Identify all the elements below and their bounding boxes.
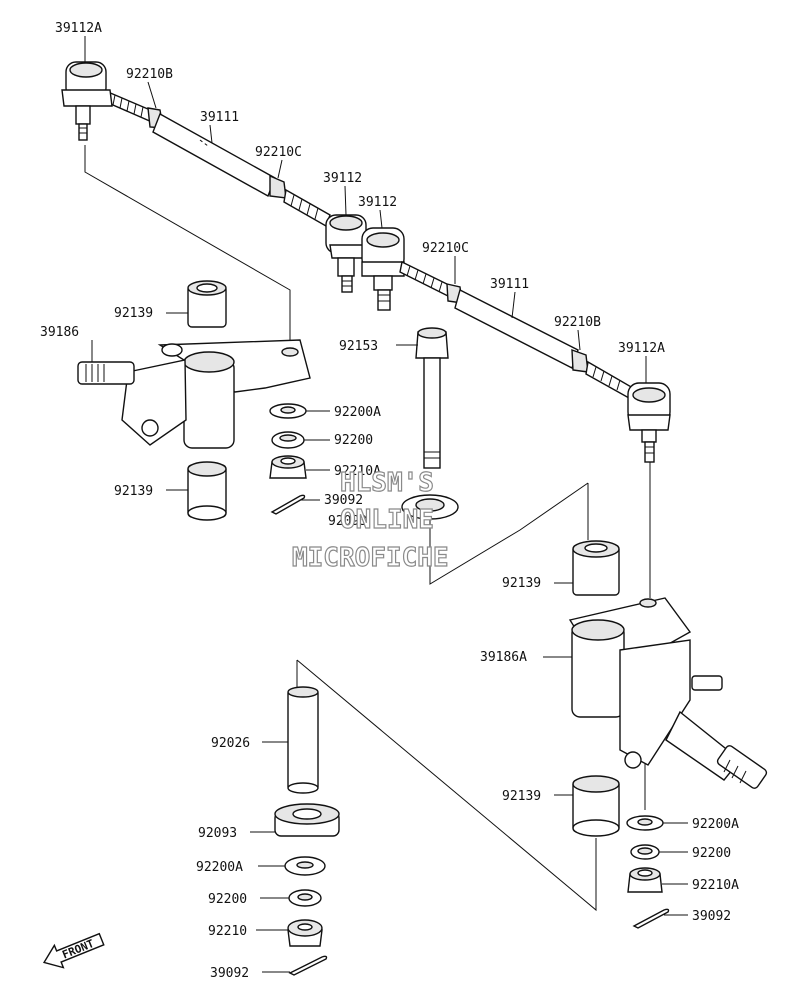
label-39112A-right: 39112A [618,341,665,356]
tie-rod-right-assembly [399,260,671,463]
label-92210A-a: 92210A [334,464,381,479]
label-92210B-top: 92210B [126,67,173,82]
bushing-92139-b [187,461,227,521]
washer-92200-a [271,431,305,449]
label-92210B-right: 92210B [554,315,601,330]
lock-nut-92210B-right [571,348,589,373]
label-92153: 92153 [339,339,378,354]
label-92200-a: 92200 [334,433,373,448]
label-92093-b: 92093 [198,826,237,841]
tie-rod-tube-right [454,288,579,369]
tie-rod-left-assembly [61,61,405,311]
bolt-92153 [415,327,449,469]
front-label: FRONT [60,937,96,962]
watermark: HLSM'S ONLINE MICROFICHE [291,467,449,573]
label-92093-a: 92093 [328,514,367,529]
tie-rod-tube-top [152,112,276,198]
label-39111-right: 39111 [490,277,529,292]
part-labels: 39112A 92210B 39111 92210C 39112 39112 9… [40,21,739,981]
label-92200-c: 92200 [208,892,247,907]
label-39186: 39186 [40,325,79,340]
label-92026: 92026 [211,736,250,751]
label-92139-c: 92139 [502,576,541,591]
bushing-92139-d [572,775,620,837]
collar-92026 [287,686,319,794]
label-39112A-top: 39112A [55,21,102,36]
leader-lines [84,36,688,973]
lock-nut-92210C-top [269,174,287,199]
tie-rod-end-39112A-top [61,61,113,141]
assembly-guide-lines [84,145,651,912]
tie-rod-end-39112-b [361,227,405,311]
label-92139-b: 92139 [114,484,153,499]
watermark-line-3: MICROFICHE [292,543,449,573]
steering-knuckle-39186 [77,339,311,449]
label-39092-c: 39092 [210,966,249,981]
washer-92200A-a [269,403,307,419]
bushing-92139-a [187,280,227,328]
thread-left-upper [105,91,156,123]
spacer-92093-a [401,494,459,520]
nut-92210 [287,919,323,947]
label-39186A: 39186A [480,650,527,665]
label-92210C-top: 92210C [255,145,302,160]
label-92210C-right: 92210C [422,241,469,256]
label-92200A-b: 92200A [692,817,739,832]
washer-92200A-b [626,815,664,831]
tie-rod-end-39112A-right [627,382,671,463]
washer-92200-c [288,889,322,907]
label-39112-b: 39112 [358,195,397,210]
label-39112-a: 39112 [323,171,362,186]
lower-left-stack [274,686,340,976]
label-92200-b: 92200 [692,846,731,861]
label-92200A-c: 92200A [196,860,243,875]
label-92210A-b: 92210A [692,878,739,893]
label-92200A-a: 92200A [334,405,381,420]
label-39111-top: 39111 [200,110,239,125]
cotter-pin-39092-c [288,955,328,976]
label-92210: 92210 [208,924,247,939]
nut-92210A-a [269,455,307,479]
label-92139-a: 92139 [114,306,153,321]
cotter-pin-39092-a [270,494,306,515]
washer-92200-b [630,844,660,860]
bushing-92139-c [572,540,620,596]
steering-knuckle-39186A [568,597,768,789]
spacer-92093-b [274,803,340,837]
knuckle-left-assembly [77,280,311,521]
front-direction-arrow: FRONT [42,932,105,969]
label-39092-b: 39092 [692,909,731,924]
knuckle-right-assembly [568,540,768,929]
washer-92200A-c [284,856,326,876]
watermark-line-2: ONLINE [340,505,434,535]
label-39092-a: 39092 [324,493,363,508]
label-92139-d: 92139 [502,789,541,804]
watermark-line-1: HLSM'S [340,468,434,498]
nut-92210A-b [627,867,663,893]
cotter-pin-39092-b [632,908,670,929]
